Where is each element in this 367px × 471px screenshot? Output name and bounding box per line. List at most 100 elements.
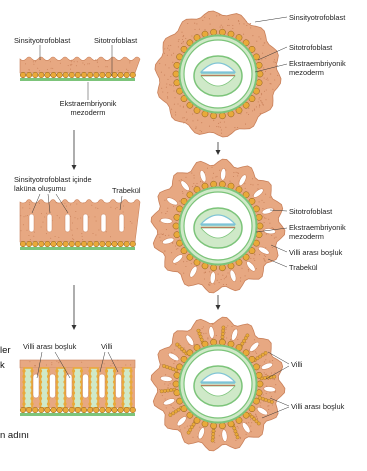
villus-cyto-cell: [72, 375, 75, 378]
syncytium-nucleus: [216, 176, 217, 177]
cut-off-text-line-3: n adını: [0, 430, 29, 441]
label-right-mid-meso: Ekstraembriyonik mezoderm: [289, 224, 346, 241]
syncytium-nucleus: [265, 359, 266, 360]
syncytium-nucleus: [271, 235, 272, 236]
syncytium-nucleus: [159, 389, 160, 390]
villus-cyto-cell: [166, 389, 169, 392]
cytotrophoblast-cell: [63, 72, 69, 78]
syncytium-nucleus: [96, 221, 97, 222]
syncytium-nucleus: [27, 230, 28, 231]
syncytium-nucleus: [112, 363, 113, 364]
syncytium-nucleus: [164, 53, 165, 54]
syncytium-nucleus: [71, 60, 72, 61]
syncytium-nucleus: [105, 66, 106, 67]
cytotrophoblast-cell: [112, 241, 118, 247]
syncytium-nucleus: [77, 228, 78, 229]
syncytium-nucleus: [44, 217, 45, 218]
cytotrophoblast-cell: [130, 72, 136, 78]
syncytium-nucleus: [34, 232, 35, 233]
syncytium-nucleus: [168, 45, 169, 46]
syncytium-nucleus: [72, 235, 73, 236]
syncytium-nucleus: [107, 66, 108, 67]
syncytium-nucleus: [238, 173, 239, 174]
villus-cyto-cell: [39, 380, 42, 383]
syncytium-nucleus: [25, 216, 26, 217]
syncytium-nucleus: [167, 96, 168, 97]
syncytium-nucleus: [221, 279, 222, 280]
cytotrophoblast-cell: [81, 407, 87, 413]
villus-cyto-cell: [55, 391, 58, 394]
syncytium-nucleus: [50, 61, 51, 62]
right-panel-bottom-blastocyst: [151, 317, 285, 451]
villus-cyto-cell: [221, 329, 224, 332]
syncytium-nucleus: [265, 218, 266, 219]
cytotrophoblast-cell: [257, 381, 263, 387]
syncytium-nucleus: [82, 239, 83, 240]
syncytium-nucleus: [125, 365, 126, 366]
syncytium-nucleus: [265, 355, 266, 356]
villus-cyto-cell: [22, 402, 25, 405]
cytotrophoblast-cell: [51, 72, 57, 78]
syncytium-nucleus: [217, 280, 218, 281]
syncytium-nucleus: [240, 281, 241, 282]
cytotrophoblast-cell: [26, 407, 32, 413]
cut-off-text-line-1: ler: [0, 345, 11, 356]
villus-cyto-cell: [96, 369, 99, 372]
extraembryonic-mesoderm: [20, 247, 135, 250]
syncytium-nucleus: [167, 55, 168, 56]
syncytium-nucleus: [246, 112, 247, 113]
syncytium-nucleus: [33, 64, 34, 65]
syncytium-nucleus: [271, 373, 272, 374]
syncytium-nucleus: [200, 130, 201, 131]
syncytium-nucleus: [180, 429, 181, 430]
syncytium-nucleus: [162, 364, 163, 365]
syncytium-nucleus: [234, 127, 235, 128]
syncytium-nucleus: [262, 103, 263, 104]
syncytium-nucleus: [220, 122, 221, 123]
cytotrophoblast-cell: [87, 241, 93, 247]
cytotrophoblast-cell: [20, 241, 26, 247]
syncytium-nucleus: [56, 361, 57, 362]
syncytium-nucleus: [195, 185, 196, 186]
syncytium-nucleus: [224, 278, 225, 279]
villus-cyto-cell: [105, 391, 108, 394]
villus-cyto-cell: [121, 397, 124, 400]
cytotrophoblast-cell: [112, 407, 118, 413]
syncytium-nucleus: [272, 89, 273, 90]
syncytium-nucleus: [265, 58, 266, 59]
syncytium-nucleus: [179, 180, 180, 181]
syncytium-nucleus: [175, 114, 176, 115]
syncytium-nucleus: [129, 61, 130, 62]
syncytium-nucleus: [172, 407, 173, 408]
syncytium-nucleus: [166, 87, 167, 88]
villus-cyto-cell: [263, 376, 266, 379]
syncytium-nucleus: [192, 120, 193, 121]
syncytium-nucleus: [194, 23, 195, 24]
left-panel-top-strip: [20, 57, 140, 81]
syncytium-nucleus: [167, 211, 168, 212]
syncytium-nucleus: [259, 254, 260, 255]
syncytium-nucleus: [264, 42, 265, 43]
syncytium-nucleus: [166, 407, 167, 408]
extraembryonic-mesoderm: [20, 413, 135, 416]
syncytium-nucleus: [46, 213, 47, 214]
syncytium-nucleus: [264, 372, 265, 373]
syncytium-nucleus: [185, 266, 186, 267]
syncytium-nucleus: [158, 234, 159, 235]
syncytium-nucleus: [250, 258, 251, 259]
cytotrophoblast-cell: [118, 72, 124, 78]
villus-cyto-cell: [121, 375, 124, 378]
villus-cyto-cell: [264, 398, 267, 401]
syncytium-nucleus: [268, 219, 269, 220]
syncytium-nucleus: [131, 223, 132, 224]
syncytium-nucleus: [123, 212, 124, 213]
syncytium-nucleus: [209, 18, 210, 19]
syncytium-nucleus: [259, 201, 260, 202]
syncytium-nucleus: [274, 379, 275, 380]
syncytium-nucleus: [213, 120, 214, 121]
syncytium-nucleus: [260, 402, 261, 403]
syncytium-nucleus: [170, 383, 171, 384]
villus-cyto-cell: [176, 343, 179, 346]
syncytium-nucleus: [76, 65, 77, 66]
syncytium-nucleus: [210, 24, 211, 25]
